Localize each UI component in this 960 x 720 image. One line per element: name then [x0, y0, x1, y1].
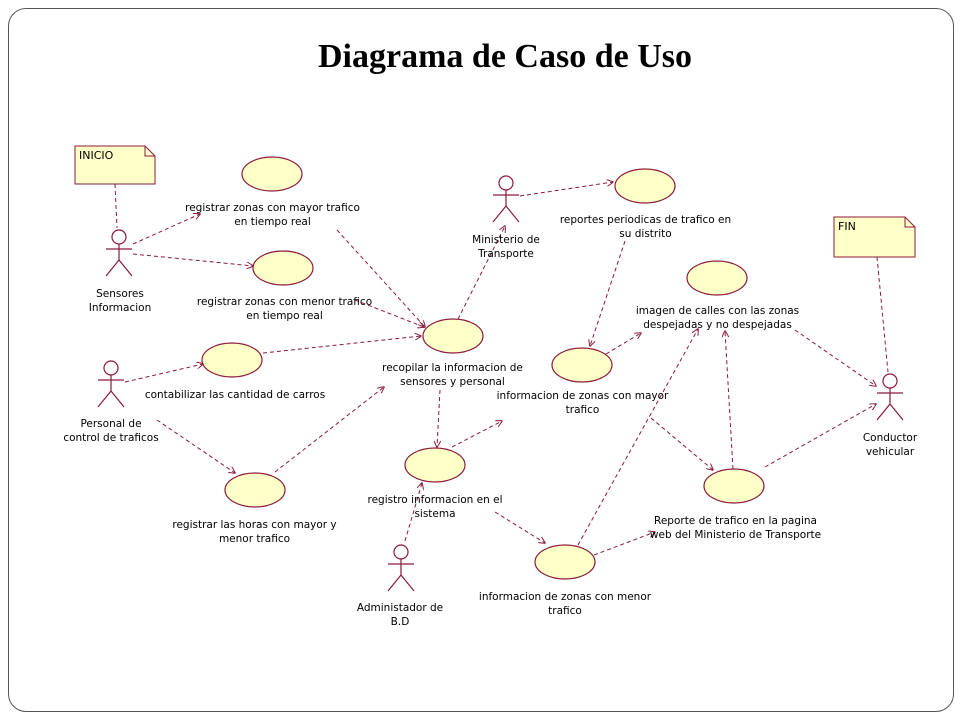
arrow-admin-registro [404, 483, 422, 542]
arrow-personal-horas [156, 419, 235, 473]
note-fin [833, 216, 916, 258]
arrow-sensores-menor [132, 253, 253, 266]
note-inicio-label: INICIO [79, 149, 114, 162]
arrow-reporte-web-imagen [725, 331, 734, 470]
actor-ministerio [492, 175, 520, 223]
usecase-imagen-calles [686, 260, 748, 296]
arrow-info-mayor-imagen [605, 333, 641, 355]
arrow-registro-info-menor [494, 511, 545, 543]
page-title: Diagrama de Caso de Uso [318, 38, 692, 75]
link-inicio-sensores [114, 183, 118, 229]
arrow-menor-recopilar [354, 299, 424, 327]
arrow-info-mayor-reporte-web [650, 417, 713, 470]
usecase-recopilar [422, 318, 484, 354]
usecase-reportes-periodicos [614, 168, 676, 204]
usecase-mayor-tiempo-real [241, 156, 303, 192]
arrow-mayor-recopilar [336, 229, 425, 327]
link-fin-conductor [876, 256, 889, 373]
arrow-info-menor-reporte-web [593, 532, 655, 556]
usecase-label-contabilizar: contabilizar las cantidad de carros [144, 389, 326, 401]
slide-frame [8, 8, 954, 712]
usecase-reporte-web [703, 468, 765, 504]
arrow-recopilar-registro [437, 389, 440, 447]
arrow-contabilizar-recopilar [262, 336, 421, 354]
note-inicio [74, 145, 156, 185]
note-fin-label: FIN [838, 220, 856, 233]
arrow-recopilar-ministerio [457, 226, 505, 320]
usecase-contabilizar [201, 342, 263, 378]
arrow-horas-recopilar [274, 387, 384, 473]
arrow-reporte-web-conductor [764, 404, 876, 468]
actor-personal [97, 360, 125, 408]
arrow-info-menor-imagen [577, 329, 698, 546]
arrow-reportes-info-mayor [590, 240, 626, 346]
arrow-ministerio-reportes [519, 182, 613, 197]
arrow-imagen-conductor [794, 329, 876, 386]
usecase-menor-tiempo-real [252, 250, 314, 286]
usecase-registro-sistema [404, 447, 466, 483]
arrow-personal-contabilizar [124, 364, 203, 383]
usecase-info-mayor [551, 347, 613, 383]
actor-conductor [876, 373, 904, 421]
actor-administrador [387, 544, 415, 592]
arrow-registro-info-mayor [451, 421, 502, 448]
actor-sensores [105, 229, 133, 277]
arrow-sensores-mayor [132, 214, 200, 245]
usecase-info-menor [534, 544, 596, 580]
usecase-registrar-horas [224, 472, 286, 508]
